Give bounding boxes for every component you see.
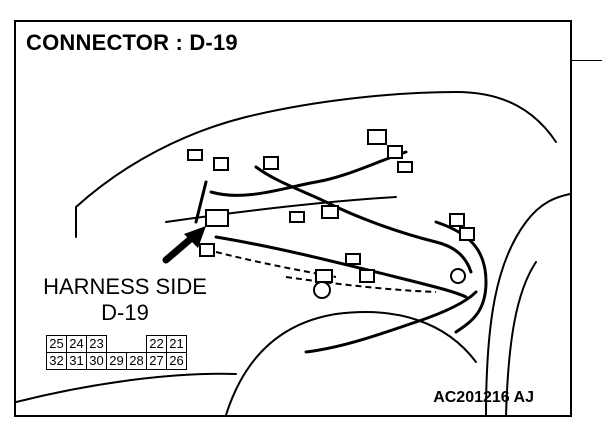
pin-27: 27 <box>146 352 167 370</box>
pin-32: 32 <box>46 352 67 370</box>
wheel-arch-inner <box>505 261 537 415</box>
connector-i <box>449 213 465 227</box>
pin-22: 22 <box>146 335 167 353</box>
connector-l <box>315 269 333 283</box>
pin-30: 30 <box>86 352 107 370</box>
connector-h <box>321 205 339 219</box>
harness-side-label: HARNESS SIDE D-19 <box>30 274 220 326</box>
connector-e <box>387 145 403 159</box>
connector-g <box>289 211 305 223</box>
diagram-frame: CONNECTOR : D-19 HARNESS SIDE D-19 25 24… <box>14 20 572 417</box>
connector-j <box>459 227 475 241</box>
edge-tick <box>572 60 602 61</box>
connector-d <box>367 129 387 145</box>
connector-c <box>263 156 279 170</box>
inner-body-line <box>165 196 397 223</box>
connector-f <box>397 161 413 173</box>
wheel-arch <box>485 193 570 415</box>
connector-a <box>187 149 203 161</box>
pin-row-bottom: 32 31 30 29 28 27 26 <box>46 352 187 370</box>
pin-21: 21 <box>166 335 187 353</box>
harness-bottom <box>304 290 478 354</box>
pin-31: 31 <box>66 352 87 370</box>
harness-dashed-1 <box>215 251 337 278</box>
connector-pinout: 25 24 23 22 21 32 31 30 29 28 27 26 <box>46 335 187 370</box>
pin-25: 25 <box>46 335 67 353</box>
connector-k <box>345 253 361 265</box>
harness-side-text: HARNESS SIDE <box>43 274 207 299</box>
harness-right <box>434 220 488 334</box>
harness-illustration <box>16 91 570 415</box>
connector-title: CONNECTOR : D-19 <box>26 30 238 55</box>
pin-gap <box>107 336 147 353</box>
part-code: AC201216 AJ <box>433 389 534 406</box>
pin-23: 23 <box>86 335 107 353</box>
connector-b <box>213 157 229 171</box>
pin-26: 26 <box>166 352 187 370</box>
pin-row-top: 25 24 23 22 21 <box>46 335 187 353</box>
harness-lower <box>214 235 468 299</box>
connector-loop <box>313 281 331 299</box>
pin-28: 28 <box>126 352 147 370</box>
sill-curve <box>225 311 477 415</box>
grommet <box>450 268 466 284</box>
arrow-to-d19 <box>162 226 206 264</box>
pin-29: 29 <box>106 352 127 370</box>
harness-cross <box>254 165 473 274</box>
harness-connector-id: D-19 <box>101 300 149 325</box>
connector-n <box>199 243 215 257</box>
harness-left-drop <box>194 180 208 224</box>
harness-dashed-2 <box>285 276 437 293</box>
lower-body <box>16 372 237 403</box>
harness-main <box>209 150 408 197</box>
connector-d19 <box>205 209 229 227</box>
connector-m <box>359 269 375 283</box>
pin-24: 24 <box>66 335 87 353</box>
bulkhead-outline <box>75 91 557 208</box>
